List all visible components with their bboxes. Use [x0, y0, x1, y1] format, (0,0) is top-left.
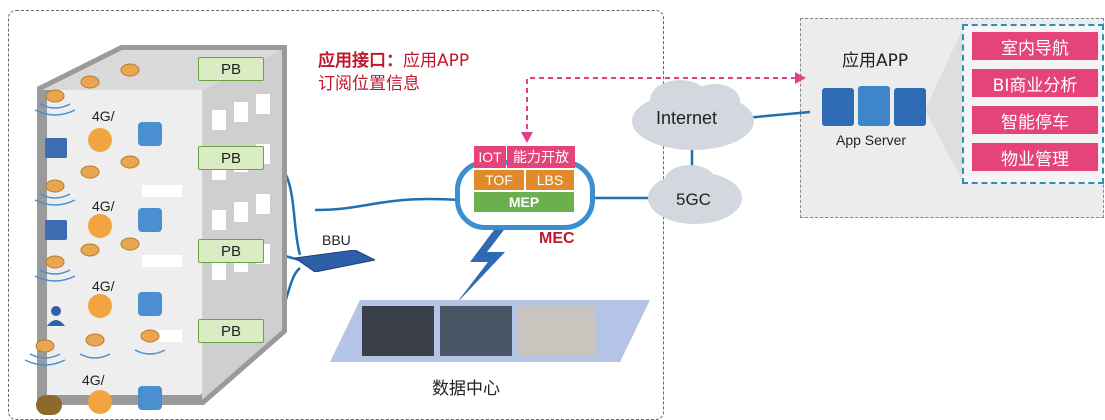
- mec-label: MEC: [539, 230, 575, 247]
- bbu-mec-link: [314, 197, 461, 212]
- phone-icon: [88, 214, 112, 238]
- server-rack-icon: [45, 138, 67, 158]
- data-center-photo-1: [362, 306, 434, 356]
- location-pin-icon: [138, 386, 162, 410]
- app-server-label: App Server: [836, 132, 907, 148]
- location-pin-icon: [138, 208, 162, 232]
- pb-box-4: PB: [198, 319, 264, 343]
- database-server-icon: [858, 86, 890, 126]
- annotation-label: 应用接口：: [318, 51, 403, 71]
- annotation-line2: 订阅位置信息: [318, 74, 420, 94]
- tof-box: TOF: [474, 170, 524, 190]
- internet-app-link: [744, 110, 811, 120]
- core-label: 5GC: [676, 190, 711, 209]
- phone-icon: [88, 390, 112, 414]
- mep-box: MEP: [474, 192, 574, 212]
- 4g-tag-2: 4G/: [92, 198, 115, 214]
- app-panel-title: 应用APP: [842, 51, 909, 71]
- bbu-device: [293, 249, 377, 273]
- data-center-photo-2: [440, 306, 512, 356]
- 4g-tag-4: 4G/: [82, 372, 105, 388]
- capability-box: 能力开放: [507, 146, 575, 168]
- phone-icon: [88, 128, 112, 152]
- pb-box-1: PB: [198, 57, 264, 81]
- wireless-bolt-icon: [455, 222, 510, 305]
- data-center-photo-3: [518, 306, 596, 356]
- car-icon: [36, 395, 62, 415]
- app-item-bi-analytics: BI商业分析: [972, 69, 1098, 97]
- access-points: [24, 63, 166, 366]
- server-rack-icon: [45, 220, 67, 240]
- person-icon: [45, 304, 67, 326]
- pb-box-3: PB: [198, 239, 264, 263]
- bbu-label: BBU: [322, 232, 351, 248]
- data-center-label: 数据中心: [432, 379, 500, 399]
- app-item-property-management: 物业管理: [972, 143, 1098, 171]
- phone-icon: [88, 294, 112, 318]
- 4g-tag-3: 4G/: [92, 278, 115, 294]
- annotation-line1: 应用接口：应用APP: [318, 46, 469, 71]
- iot-box: IOT: [474, 146, 506, 168]
- app-item-indoor-navigation: 室内导航: [972, 32, 1098, 60]
- pb-box-2: PB: [198, 146, 264, 170]
- location-pin-icon: [138, 292, 162, 316]
- lbs-box: LBS: [526, 170, 574, 190]
- internet-label: Internet: [656, 108, 718, 128]
- app-item-smart-parking: 智能停车: [972, 106, 1098, 134]
- email-server-icon: [822, 88, 854, 126]
- location-pin-icon: [138, 122, 162, 146]
- subscribe-dashed-path: [526, 77, 800, 138]
- web-server-icon: [894, 88, 926, 126]
- annotation-text: 应用APP: [403, 51, 470, 71]
- 4g-tag-1: 4G/: [92, 108, 115, 124]
